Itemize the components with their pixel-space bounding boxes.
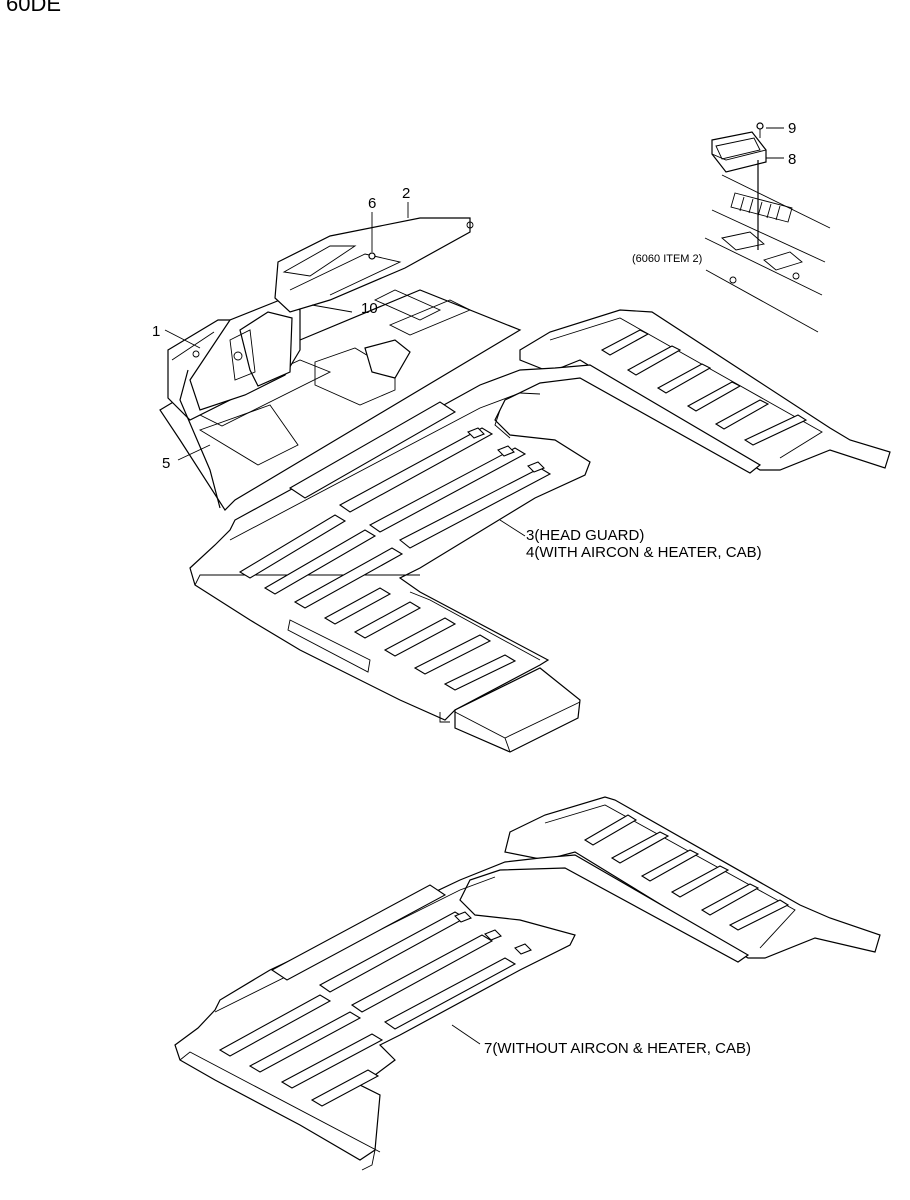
screw-item-9 — [756, 122, 764, 138]
callout-10: 10 — [361, 300, 378, 317]
callout-6: 6 — [368, 195, 376, 212]
note-item-3-head-guard: 3(HEAD GUARD) — [526, 527, 644, 544]
callout-9: 9 — [788, 120, 796, 137]
floor-mat-item-3-4 — [189, 309, 891, 723]
floor-cover-item-2 — [274, 217, 474, 379]
leader-10 — [311, 304, 353, 313]
leader-1 — [164, 329, 201, 349]
screw-item-6 — [368, 212, 376, 260]
clip-item-8 — [711, 131, 767, 250]
column-cover — [189, 299, 301, 411]
ref-note-6060: (6060 ITEM 2) — [632, 253, 702, 265]
callout-8: 8 — [788, 151, 796, 168]
inset-floor-plate-detail — [704, 174, 831, 333]
leader-3-4 — [499, 519, 526, 537]
leader-5 — [177, 444, 211, 461]
leader-7 — [451, 1024, 481, 1045]
floor-step-block — [454, 667, 581, 753]
floor-mat-item-7 — [174, 796, 881, 1171]
callout-2: 2 — [402, 185, 410, 202]
note-item-4-aircon-heater: 4(WITH AIRCON & HEATER, CAB) — [526, 544, 762, 561]
callout-5: 5 — [162, 455, 170, 472]
model-label: 60DE — [6, 0, 62, 16]
callout-1: 1 — [152, 323, 160, 340]
note-item-7-without-aircon: 7(WITHOUT AIRCON & HEATER, CAB) — [484, 1040, 751, 1057]
